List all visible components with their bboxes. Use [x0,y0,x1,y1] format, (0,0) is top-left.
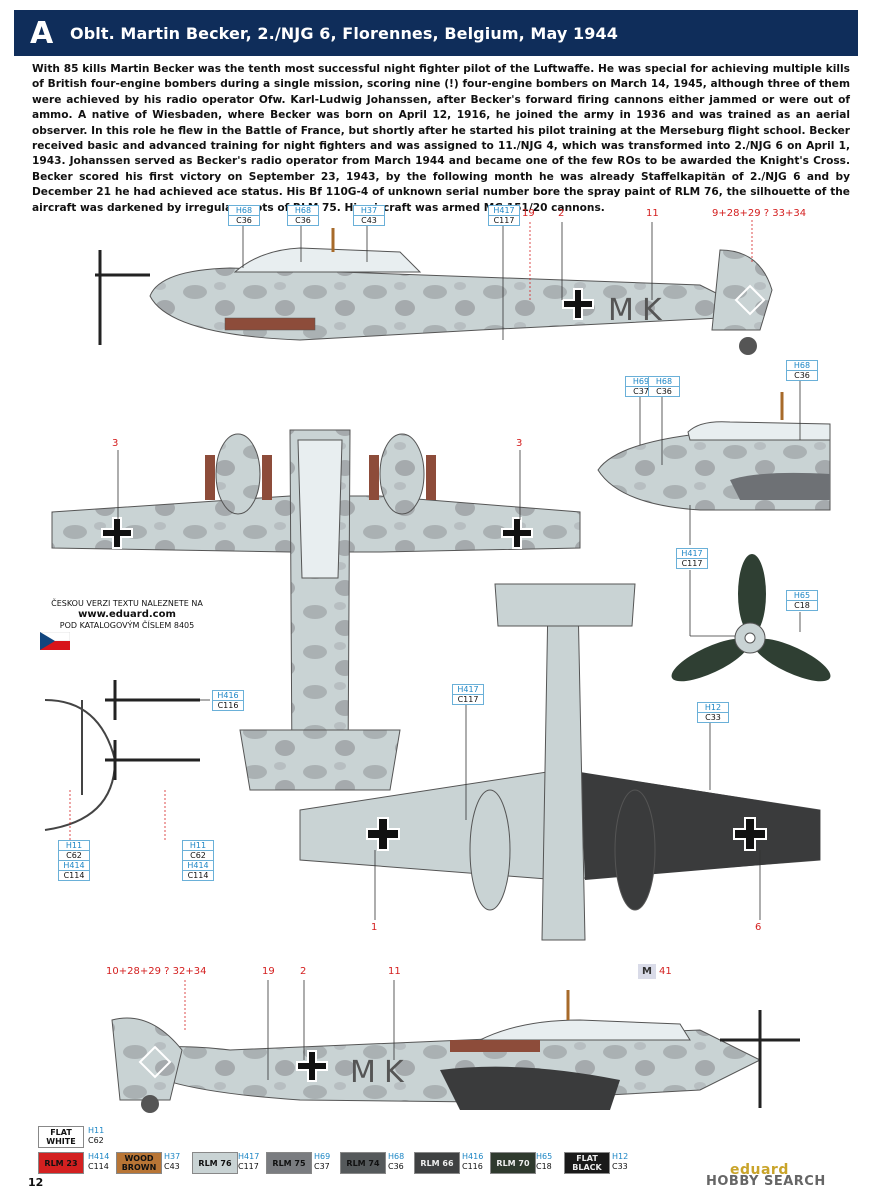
code-box-h68-c36: H68 C36 [786,360,818,381]
callout-3: 3 [112,438,119,449]
marking-header: A Oblt. Martin Becker, 2./NJG 6, Florenn… [14,10,858,56]
callout-2: 2 [558,208,565,219]
svg-text:M: M [608,293,634,328]
callout-stencil-bottom: 10+28+29 ? 32+34 [106,966,207,977]
czech-note: ČESKOU VERZI TEXTU NALEZNETE NA www.edua… [42,598,212,631]
code-box-h11-c62: H11 C62 [182,840,214,861]
antenna-detail [44,680,200,831]
leader-lines [69,220,801,1080]
eduard-logo: eduard [730,1162,789,1178]
code-box-h12-c33: H12 C33 [697,702,729,723]
svg-text:K: K [384,1055,405,1090]
callout-1: 1 [371,922,378,933]
side-profile-bottom: M K [111,990,800,1113]
code-box-h65-c18: H65 C18 [786,590,818,611]
code-box-h68-c36: H68 C36 [228,205,260,226]
marking-title: Oblt. Martin Becker, 2./NJG 6, Florennes… [70,23,618,43]
code-box-h68-c36: H68 C36 [287,205,319,226]
swatch-rlm70: RLM 70 [490,1152,536,1174]
nose-detail [597,392,831,511]
swatch-rlm74: RLM 74 [340,1152,386,1174]
code-box-h414-c114: H414 C114 [58,860,90,881]
swatch-flat-black: FLAT BLACK [564,1152,610,1174]
page-number: 12 [28,1176,44,1189]
website-link[interactable]: www.eduard.com [78,609,176,620]
swatch-rlm23: RLM 23 [38,1152,84,1174]
code-box-h417-c117: H417 C117 [676,548,708,569]
hobby-search-watermark: HOBBY SEARCH [706,1174,826,1189]
callout-2: 2 [300,966,307,977]
swatch-rlm66: RLM 66 [414,1152,460,1174]
swatch-rlm75: RLM 75 [266,1152,312,1174]
callout-19: 19 [522,208,535,219]
code-box-h416-c116: H416 C116 [212,690,244,711]
callout-6: 6 [755,922,762,933]
code-box-h68-c36: H68 C36 [648,376,680,397]
callout-11: 11 [388,966,401,977]
callout-11: 11 [646,208,659,219]
description-text: With 85 kills Martin Becker was the tent… [32,63,850,214]
code-box-h417-c117: H417 C117 [488,205,520,226]
svg-text:K: K [642,293,663,328]
swatch-rlm76: RLM 76 [192,1152,238,1174]
swatch-wood-brown: WOOD BROWN [116,1152,162,1174]
callout-stencil: 9+28+29 ? 33+34 [712,208,807,219]
code-box-h11-c62: H11 C62 [58,840,90,861]
propeller [671,554,831,682]
code-box-h414-c114: H414 C114 [182,860,214,881]
side-profile-top: M K [95,228,773,355]
callout-3: 3 [516,438,523,449]
callout-19: 19 [262,966,275,977]
czech-flag-icon [40,632,70,650]
code-box-h417-c117: H417 C117 [452,684,484,705]
code-box-h37-c43: H37 C43 [353,205,385,226]
top-view [51,429,581,791]
marking-letter: A [30,15,54,51]
swatch-flat-white: FLAT WHITE [38,1126,84,1148]
svg-text:M: M [350,1055,376,1090]
